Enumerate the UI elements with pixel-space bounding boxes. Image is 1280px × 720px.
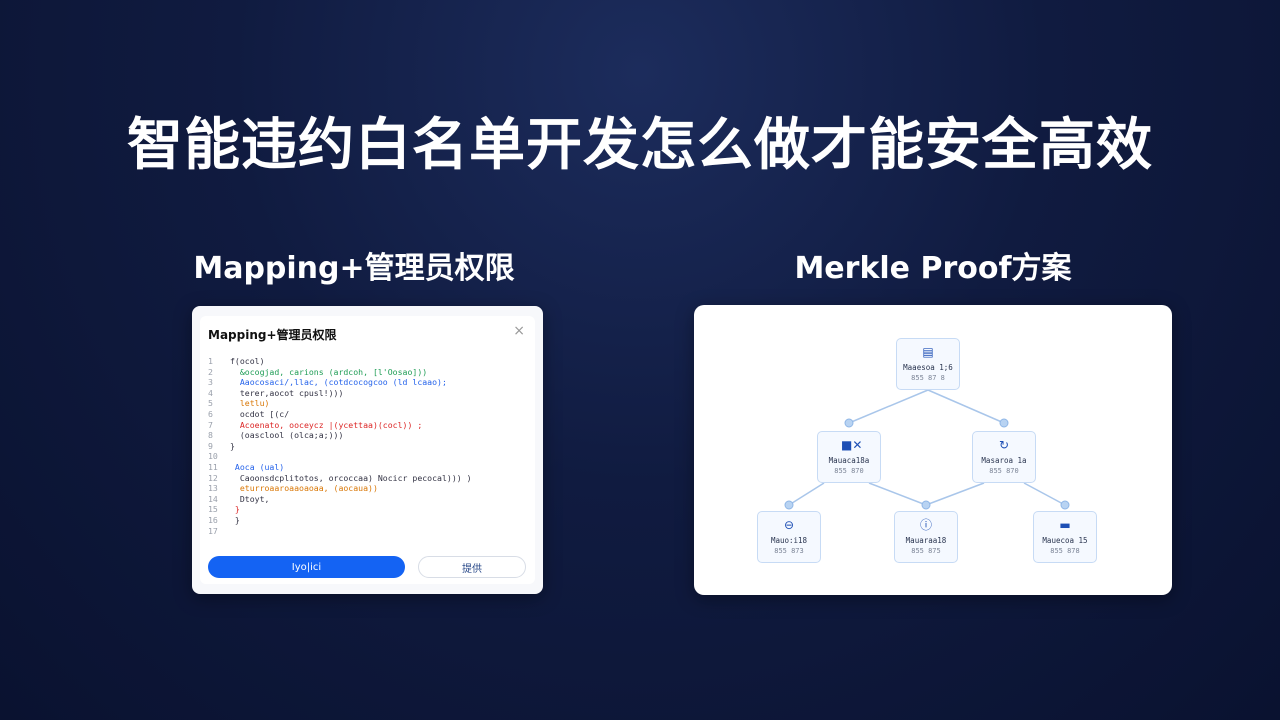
merkle-root-node: ▤ Maaesoa 1;6 855 87 8: [896, 338, 960, 390]
code-text: }: [230, 440, 235, 451]
merkle-leaf-node: ⓘ Mauaraa18 855 875: [894, 511, 958, 563]
node-hash: 855 878: [1050, 547, 1080, 555]
line-number: 15: [208, 504, 218, 515]
node-hash: 855 875: [911, 547, 941, 555]
code-text: Caoonsdcplitotos, orcoccaa) Nocicr pecoc…: [230, 472, 472, 483]
code-text: }: [230, 514, 240, 525]
page-title: 智能违约白名单开发怎么做才能安全高效: [127, 113, 1153, 178]
card-icon: ▤: [922, 345, 934, 359]
code-line: 10: [208, 451, 528, 462]
line-number: 7: [208, 419, 213, 430]
confirm-button[interactable]: Iyo|ici: [208, 556, 405, 578]
line-number: 10: [208, 451, 218, 462]
dialog-title: Mapping+管理员权限: [208, 328, 337, 342]
code-text: terer,aocot cpusl!))): [230, 387, 344, 398]
code-text: ocdot [(c/: [230, 408, 290, 419]
line-number: 1: [208, 356, 213, 366]
code-text: &ocogjad, carions (ardcoh, [l'Oosao])): [230, 366, 428, 377]
code-text: eturroaaroaaoaoaa, (aocaua)): [230, 483, 378, 494]
line-number: 2: [208, 366, 213, 377]
camera-icon: ■✕: [841, 438, 863, 452]
code-line: 16 }: [208, 515, 528, 526]
merkle-leaf-node: ▬ Mauecoa 15 855 878: [1033, 511, 1097, 563]
connector-dot: [921, 500, 931, 510]
code-text: Aaocosaci/,llac, (cotdcocogcoo (ld lcaao…: [230, 377, 447, 388]
connector-dot: [844, 418, 854, 428]
node-label: Maaesoa 1;6: [903, 363, 953, 372]
line-number: 3: [208, 377, 213, 388]
line-number: 4: [208, 387, 213, 398]
connector-line: [788, 482, 825, 506]
submit-button[interactable]: 提供: [418, 556, 526, 578]
code-line: 5 letlu): [208, 398, 528, 409]
line-number: 8: [208, 430, 213, 441]
code-line: 12 Caoonsdcplitotos, orcoccaa) Nocicr pe…: [208, 473, 528, 484]
line-number: 17: [208, 525, 218, 536]
connector-line: [925, 482, 985, 506]
node-label: Mauecoa 15: [1042, 536, 1088, 545]
code-line: 17: [208, 526, 528, 537]
line-number: 13: [208, 483, 218, 494]
line-number: 6: [208, 408, 213, 419]
code-line: 6 ocdot [(c/: [208, 409, 528, 420]
code-text: (oasclool (olca;a;))): [230, 430, 344, 441]
code-line: 15 }: [208, 504, 528, 515]
connector-line: [848, 389, 929, 424]
line-number: 12: [208, 472, 218, 483]
node-label: Masaroa 1a: [981, 456, 1027, 465]
merkle-mid-left-node: ■✕ Mauaca18a 855 870: [817, 431, 881, 483]
merkle-tree-connectors: [784, 389, 1070, 510]
node-hash: 855 87 8: [911, 374, 945, 382]
code-text: f(ocol): [230, 356, 265, 366]
node-hash: 855 870: [834, 467, 864, 475]
code-line: 2 &ocogjad, carions (ardcoh, [l'Oosao])): [208, 367, 528, 378]
connector-dot: [784, 500, 794, 510]
connector-dot: [999, 418, 1009, 428]
code-text: letlu): [230, 398, 270, 409]
connector-dot: [1060, 500, 1070, 510]
merkle-leaf-node: ⊖ Mauo:i18 855 873: [757, 511, 821, 563]
node-label: Mauaraa18: [905, 536, 947, 545]
node-hash: 855 870: [989, 467, 1019, 475]
code-line: 7 Acoenato, ooceycz |(ycettaa)(cocl)) ;: [208, 420, 528, 431]
merkle-panel: ▤ Maaesoa 1;6 855 87 8 ■✕ Mauaca18a 855 …: [694, 305, 1172, 595]
merkle-section-heading: Merkle Proof方案: [794, 251, 1072, 286]
code-line: 4 terer,aocot cpusl!))): [208, 388, 528, 399]
connector-line: [1023, 482, 1066, 506]
line-number: 11: [208, 461, 218, 472]
node-hash: 855 873: [774, 547, 804, 555]
line-number: 5: [208, 398, 213, 409]
node-label: Mauo:i18: [770, 536, 808, 545]
refresh-icon: ↻: [998, 438, 1010, 452]
code-text: Acoenato, ooceycz |(ycettaa)(cocl)) ;: [230, 419, 423, 430]
code-line: 1 f(ocol): [208, 356, 528, 367]
mapping-section-heading: Mapping+管理员权限: [193, 251, 515, 286]
connector-line: [927, 389, 1005, 424]
line-number: 16: [208, 514, 218, 525]
code-text: Dtoyt,: [230, 493, 270, 504]
code-line: 11 Aoca (ual): [208, 462, 528, 473]
code-text: }: [230, 504, 240, 515]
code-line: 13 eturroaaroaaoaoaa, (aocaua)): [208, 483, 528, 494]
minus-circle-icon: ⊖: [783, 518, 795, 532]
connector-line: [868, 482, 927, 506]
info-icon: ⓘ: [919, 518, 932, 532]
close-icon[interactable]: ×: [513, 323, 525, 339]
node-label: Mauaca18a: [828, 456, 870, 465]
code-line: 9}: [208, 441, 528, 452]
line-number: 9: [208, 440, 213, 451]
code-line: 8 (oasclool (olca;a;))): [208, 430, 528, 441]
merkle-mid-right-node: ↻ Masaroa 1a 855 870: [972, 431, 1036, 483]
line-number: 14: [208, 493, 218, 504]
code-text: Aoca (ual): [230, 461, 285, 472]
code-line: 3 Aaocosaci/,llac, (cotdcocogcoo (ld lca…: [208, 377, 528, 388]
code-line: 14 Dtoyt,: [208, 494, 528, 505]
chat-icon: ▬: [1059, 518, 1071, 532]
